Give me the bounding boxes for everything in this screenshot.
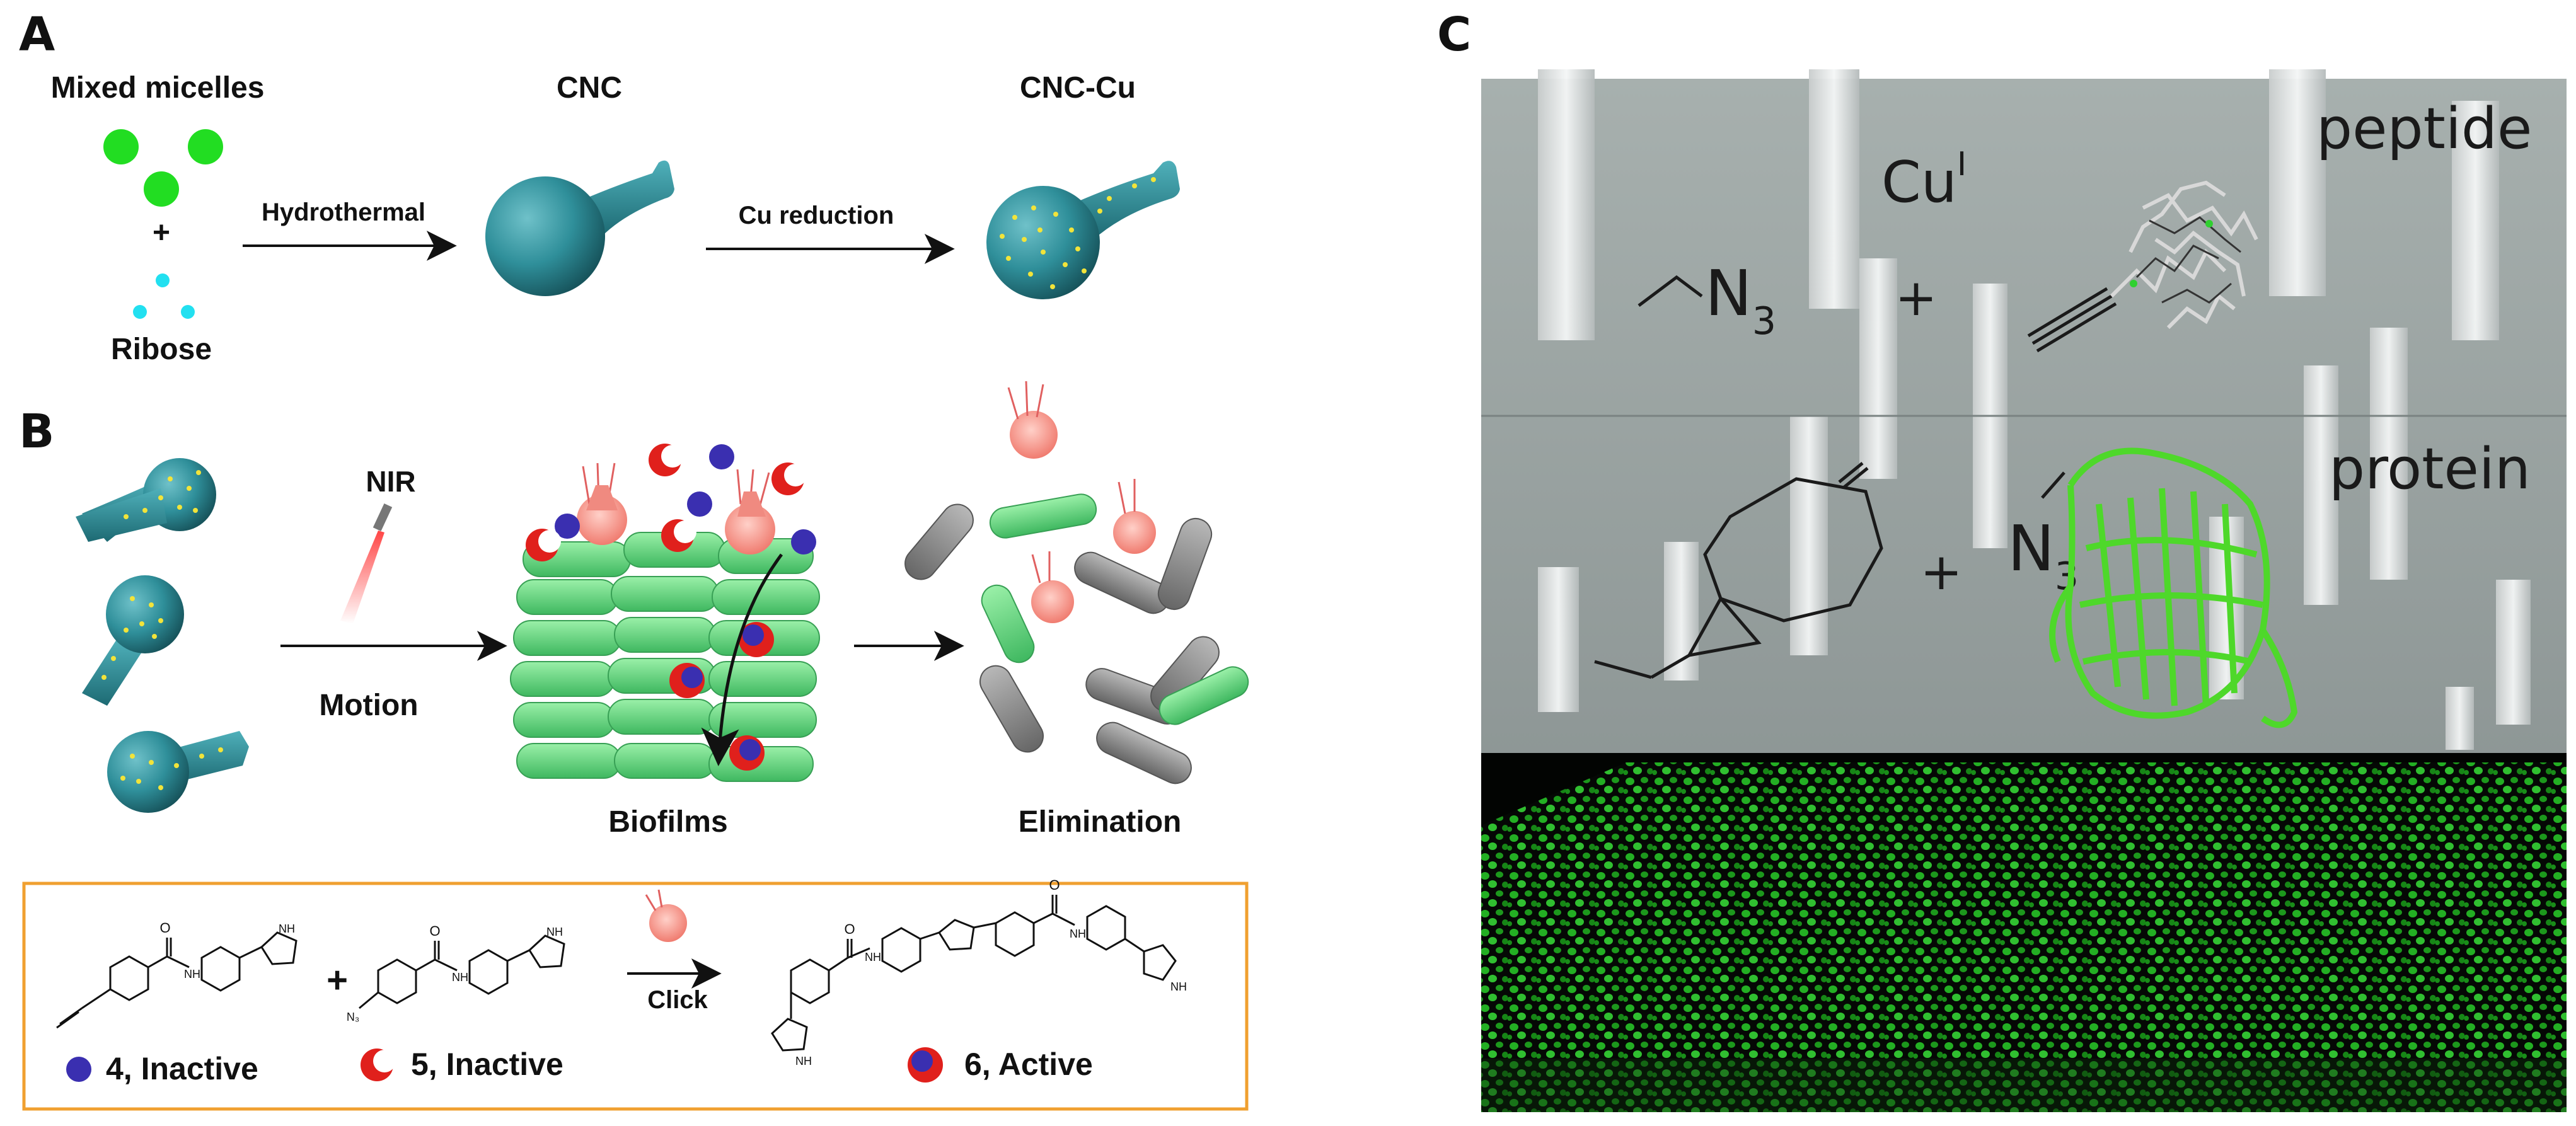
compound-4-dot: [555, 514, 580, 539]
alkyne-peptide: [2027, 180, 2258, 353]
click-catalyst-icon: [645, 889, 687, 942]
panel-a-letter: A: [19, 8, 55, 62]
mixed-micelles-label: Mixed micelles: [51, 71, 265, 105]
ribose-dot: [133, 305, 147, 319]
compound-5-nh: NH: [452, 971, 468, 984]
compound-6-nh3: NH: [795, 1055, 812, 1067]
azide-bottom-n: N: [2007, 512, 2055, 585]
cnc-nanobottle: [485, 160, 674, 296]
nanomotors-on-biofilm: [577, 462, 775, 554]
micelle-dot: [188, 129, 223, 164]
nanomotor: [1113, 479, 1156, 554]
plus-top: +: [1895, 268, 1937, 327]
micelles: [103, 129, 223, 207]
ribose-dot: [156, 273, 170, 287]
ribose-label: Ribose: [111, 333, 212, 366]
nanobottle-1: [76, 458, 216, 542]
compound-6-active: [669, 663, 705, 698]
protein-label: protein: [2329, 436, 2531, 502]
nanomotor: [725, 469, 775, 554]
compound-4-dot: [709, 444, 734, 469]
cu-superscript: I: [1957, 146, 1967, 183]
panel-c: C CuI peptide pro: [1437, 8, 2567, 1112]
elimination-label: Elimination: [1019, 805, 1182, 839]
compound-4-ring-nh: NH: [279, 922, 295, 935]
legend-compound-6-icon: [908, 1047, 943, 1083]
penetration-arrow: [701, 553, 783, 766]
reaction-scheme-box: O NH NH + N₃ O NH NH Click: [22, 877, 1249, 1111]
sem-image: [1481, 69, 2567, 753]
peptide-label: peptide: [2316, 96, 2532, 162]
reaction-plus: +: [326, 960, 348, 1001]
nanobottle-2: [82, 575, 184, 706]
compound-6-o1: O: [844, 921, 855, 937]
azide-top-label: N3: [1705, 256, 1776, 343]
panel-b-letter: B: [19, 405, 54, 459]
confocal-image: [1481, 753, 2567, 1112]
compound-6-active: [739, 622, 774, 657]
compound-5-azide: N₃: [347, 1011, 359, 1023]
nanobottle-3: [107, 731, 249, 813]
cu-text: Cu: [1881, 149, 1957, 215]
nanomotor: [577, 462, 627, 545]
compound-6-active: [729, 735, 765, 771]
azide-protein-bond: [2041, 471, 2065, 499]
panel-a: A Mixed micelles + Ribose Hydrothermal C…: [19, 8, 1180, 366]
nir-laser-icon: [340, 503, 393, 624]
panel-c-letter: C: [1437, 8, 1471, 62]
legend-compound-5: 5, Inactive: [411, 1047, 563, 1082]
compound-4-structure: [56, 931, 297, 1029]
legend-compound-4: 4, Inactive: [106, 1051, 258, 1086]
cnc-cu-label: CNC-Cu: [1020, 71, 1136, 105]
compound-4-nh: NH: [184, 968, 200, 980]
elimination-scene: [904, 381, 1249, 784]
cu-catalyst-label: CuI: [1881, 146, 1967, 215]
compound-5-ring-nh: NH: [546, 926, 563, 938]
compound-5-crescent: [526, 529, 561, 561]
nanomotor: [1031, 551, 1074, 623]
cu-reduction-label: Cu reduction: [739, 202, 894, 229]
compound-4-dot: [687, 491, 712, 517]
legend-compound-6: 6, Active: [964, 1047, 1093, 1082]
compound-6-o2: O: [1049, 877, 1060, 893]
nanomotor: [1007, 381, 1058, 459]
biofilm-cluster: [510, 532, 820, 782]
cyclooctyne-structure: [1594, 462, 1883, 679]
cnc-label: CNC: [557, 71, 622, 105]
compound-6-structure: [771, 895, 1177, 1052]
compound-4-o: O: [159, 920, 170, 936]
click-label: Click: [647, 986, 708, 1014]
ribose-molecules: [133, 273, 195, 319]
biofilms-label: Biofilms: [608, 805, 727, 839]
compound-5-structure: [359, 934, 565, 1009]
compound-5-crescent: [649, 444, 684, 476]
cu-nanoparticles: [1000, 177, 1156, 289]
protein-structure: [2049, 447, 2297, 728]
reaction-box-border: [22, 882, 1249, 1111]
compound-6-nh4: NH: [1170, 980, 1187, 993]
ribose-dot: [181, 305, 195, 319]
hydrothermal-label: Hydrothermal: [262, 198, 425, 226]
plus-bottom: +: [1920, 543, 1962, 601]
micelle-dot: [103, 129, 139, 164]
azide-top-n: N: [1705, 256, 1752, 330]
plus-sign: +: [153, 216, 170, 250]
nir-label: NIR: [366, 465, 415, 498]
panel-b: B NIR Motion: [19, 381, 1249, 839]
scattered-compounds: [526, 444, 816, 771]
compound-6-nh1: NH: [865, 951, 881, 963]
compound-5-o: O: [429, 923, 440, 939]
legend-compound-5-icon: [361, 1048, 396, 1081]
legend-compound-4-icon: [66, 1057, 91, 1082]
azide-bond: [1637, 275, 1703, 307]
compound-6-nh2: NH: [1070, 928, 1086, 940]
micelle-dot: [144, 171, 179, 207]
cnc-cu-nanobottle: [986, 161, 1180, 299]
compound-5-crescent: [771, 462, 807, 495]
azide-top-subscript: 3: [1752, 299, 1776, 343]
compound-4-dot: [791, 529, 816, 554]
compound-5-crescent: [661, 519, 696, 552]
motion-label: Motion: [319, 689, 418, 722]
